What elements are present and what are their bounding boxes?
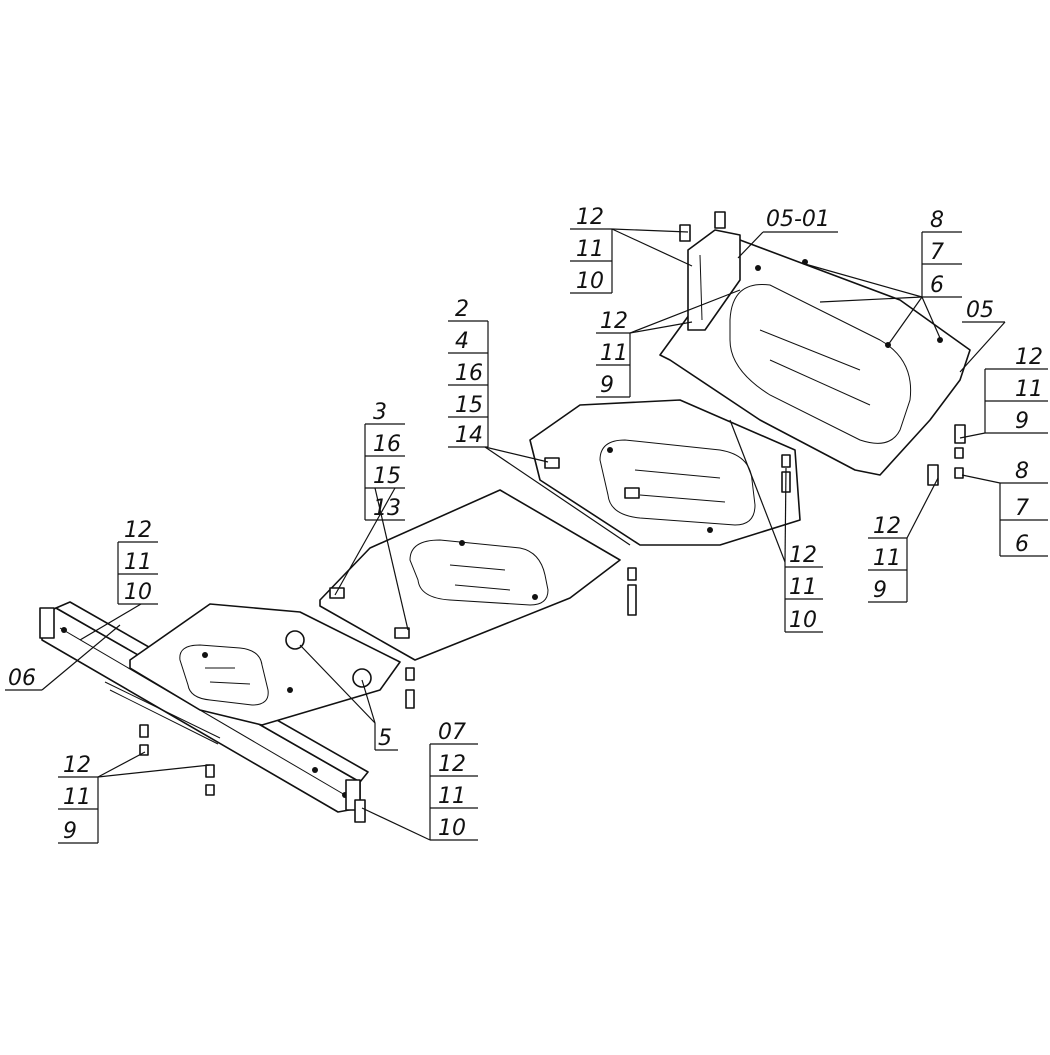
callout-c15-label-4: 10 xyxy=(438,816,466,841)
callout-c1-label-2: 11 xyxy=(576,237,604,262)
callout-c6-label-3: 16 xyxy=(455,361,483,386)
middle-skid-plate-2 xyxy=(529,399,801,546)
callout-c13: 06 xyxy=(5,666,42,691)
callout-c15: 07 12 11 10 xyxy=(429,720,478,841)
callout-c14-label-1: 5 xyxy=(378,726,392,751)
callout-c11-label-2: 11 xyxy=(789,575,817,600)
callout-c13-label-1: 06 xyxy=(8,666,36,691)
callout-c16-label-1: 12 xyxy=(63,753,91,778)
callout-c8-label-2: 7 xyxy=(1015,496,1029,521)
callout-c11-label-1: 12 xyxy=(789,543,817,568)
callout-c4-label-1: 05 xyxy=(966,298,994,323)
callout-c12-label-2: 11 xyxy=(124,550,152,575)
callout-c3-label-2: 7 xyxy=(930,240,944,265)
callout-c6-label-2: 4 xyxy=(455,329,469,354)
middle-skid-plate-1 xyxy=(319,489,621,661)
callout-c7-label-3: 9 xyxy=(1015,409,1029,434)
front-skid-plate xyxy=(129,603,401,726)
callout-c16-label-2: 11 xyxy=(63,785,91,810)
callout-c5-label-3: 9 xyxy=(600,373,614,398)
callout-c9-label-1: 3 xyxy=(373,400,387,425)
callout-c1-label-1: 12 xyxy=(576,205,604,230)
callout-c11: 12 11 10 xyxy=(784,543,823,633)
callout-c6-label-5: 14 xyxy=(455,423,483,448)
callout-c12-label-3: 10 xyxy=(124,580,152,605)
callout-c10-label-2: 11 xyxy=(873,546,901,571)
callout-c3-label-3: 6 xyxy=(930,273,944,298)
callout-c7-label-2: 11 xyxy=(1015,377,1043,402)
callout-c9: 3 16 15 13 xyxy=(364,400,405,521)
callout-c6: 2 4 16 15 14 xyxy=(448,297,489,448)
callout-c15-label-3: 11 xyxy=(438,784,466,809)
callout-c14: 5 xyxy=(374,723,398,751)
callout-c16-label-3: 9 xyxy=(63,819,77,844)
callout-c5-label-1: 12 xyxy=(600,309,628,334)
callout-c3-label-1: 8 xyxy=(930,208,944,233)
callout-c7-label-1: 12 xyxy=(1015,345,1043,370)
callout-c2: 05-01 xyxy=(763,207,838,233)
callout-c4: 05 xyxy=(962,298,1005,323)
callout-c5: 12 11 9 xyxy=(596,309,631,398)
callout-c15-label-1: 07 xyxy=(438,720,466,745)
callout-c6-label-4: 15 xyxy=(455,393,483,418)
callout-c8-label-3: 6 xyxy=(1015,532,1029,557)
callout-c10: 12 11 9 xyxy=(868,514,908,603)
callout-c6-label-1: 2 xyxy=(455,297,469,322)
callout-c5-label-2: 11 xyxy=(600,341,628,366)
callout-c12-label-1: 12 xyxy=(124,518,152,543)
callout-c15-label-2: 12 xyxy=(438,752,466,777)
callout-c1-label-3: 10 xyxy=(576,269,604,294)
callout-c2-label-1: 05-01 xyxy=(766,207,830,232)
callout-c12: 12 11 10 xyxy=(117,518,158,605)
callout-c3: 8 7 6 xyxy=(921,208,962,298)
callout-c9-label-2: 16 xyxy=(373,432,401,457)
callout-c11-label-3: 10 xyxy=(789,608,817,633)
callout-c7: 12 11 9 xyxy=(984,345,1048,434)
callout-c9-label-3: 15 xyxy=(373,464,401,489)
callout-c8: 8 7 6 xyxy=(999,459,1048,557)
callout-c8-label-1: 8 xyxy=(1015,459,1029,484)
callout-c1: 12 11 10 xyxy=(570,205,613,294)
callout-c9-label-4: 13 xyxy=(373,496,401,521)
leader-lines xyxy=(41,228,1006,841)
callout-c16: 12 11 9 xyxy=(58,753,99,844)
callout-c10-label-3: 9 xyxy=(873,578,887,603)
callout-c10-label-1: 12 xyxy=(873,514,901,539)
